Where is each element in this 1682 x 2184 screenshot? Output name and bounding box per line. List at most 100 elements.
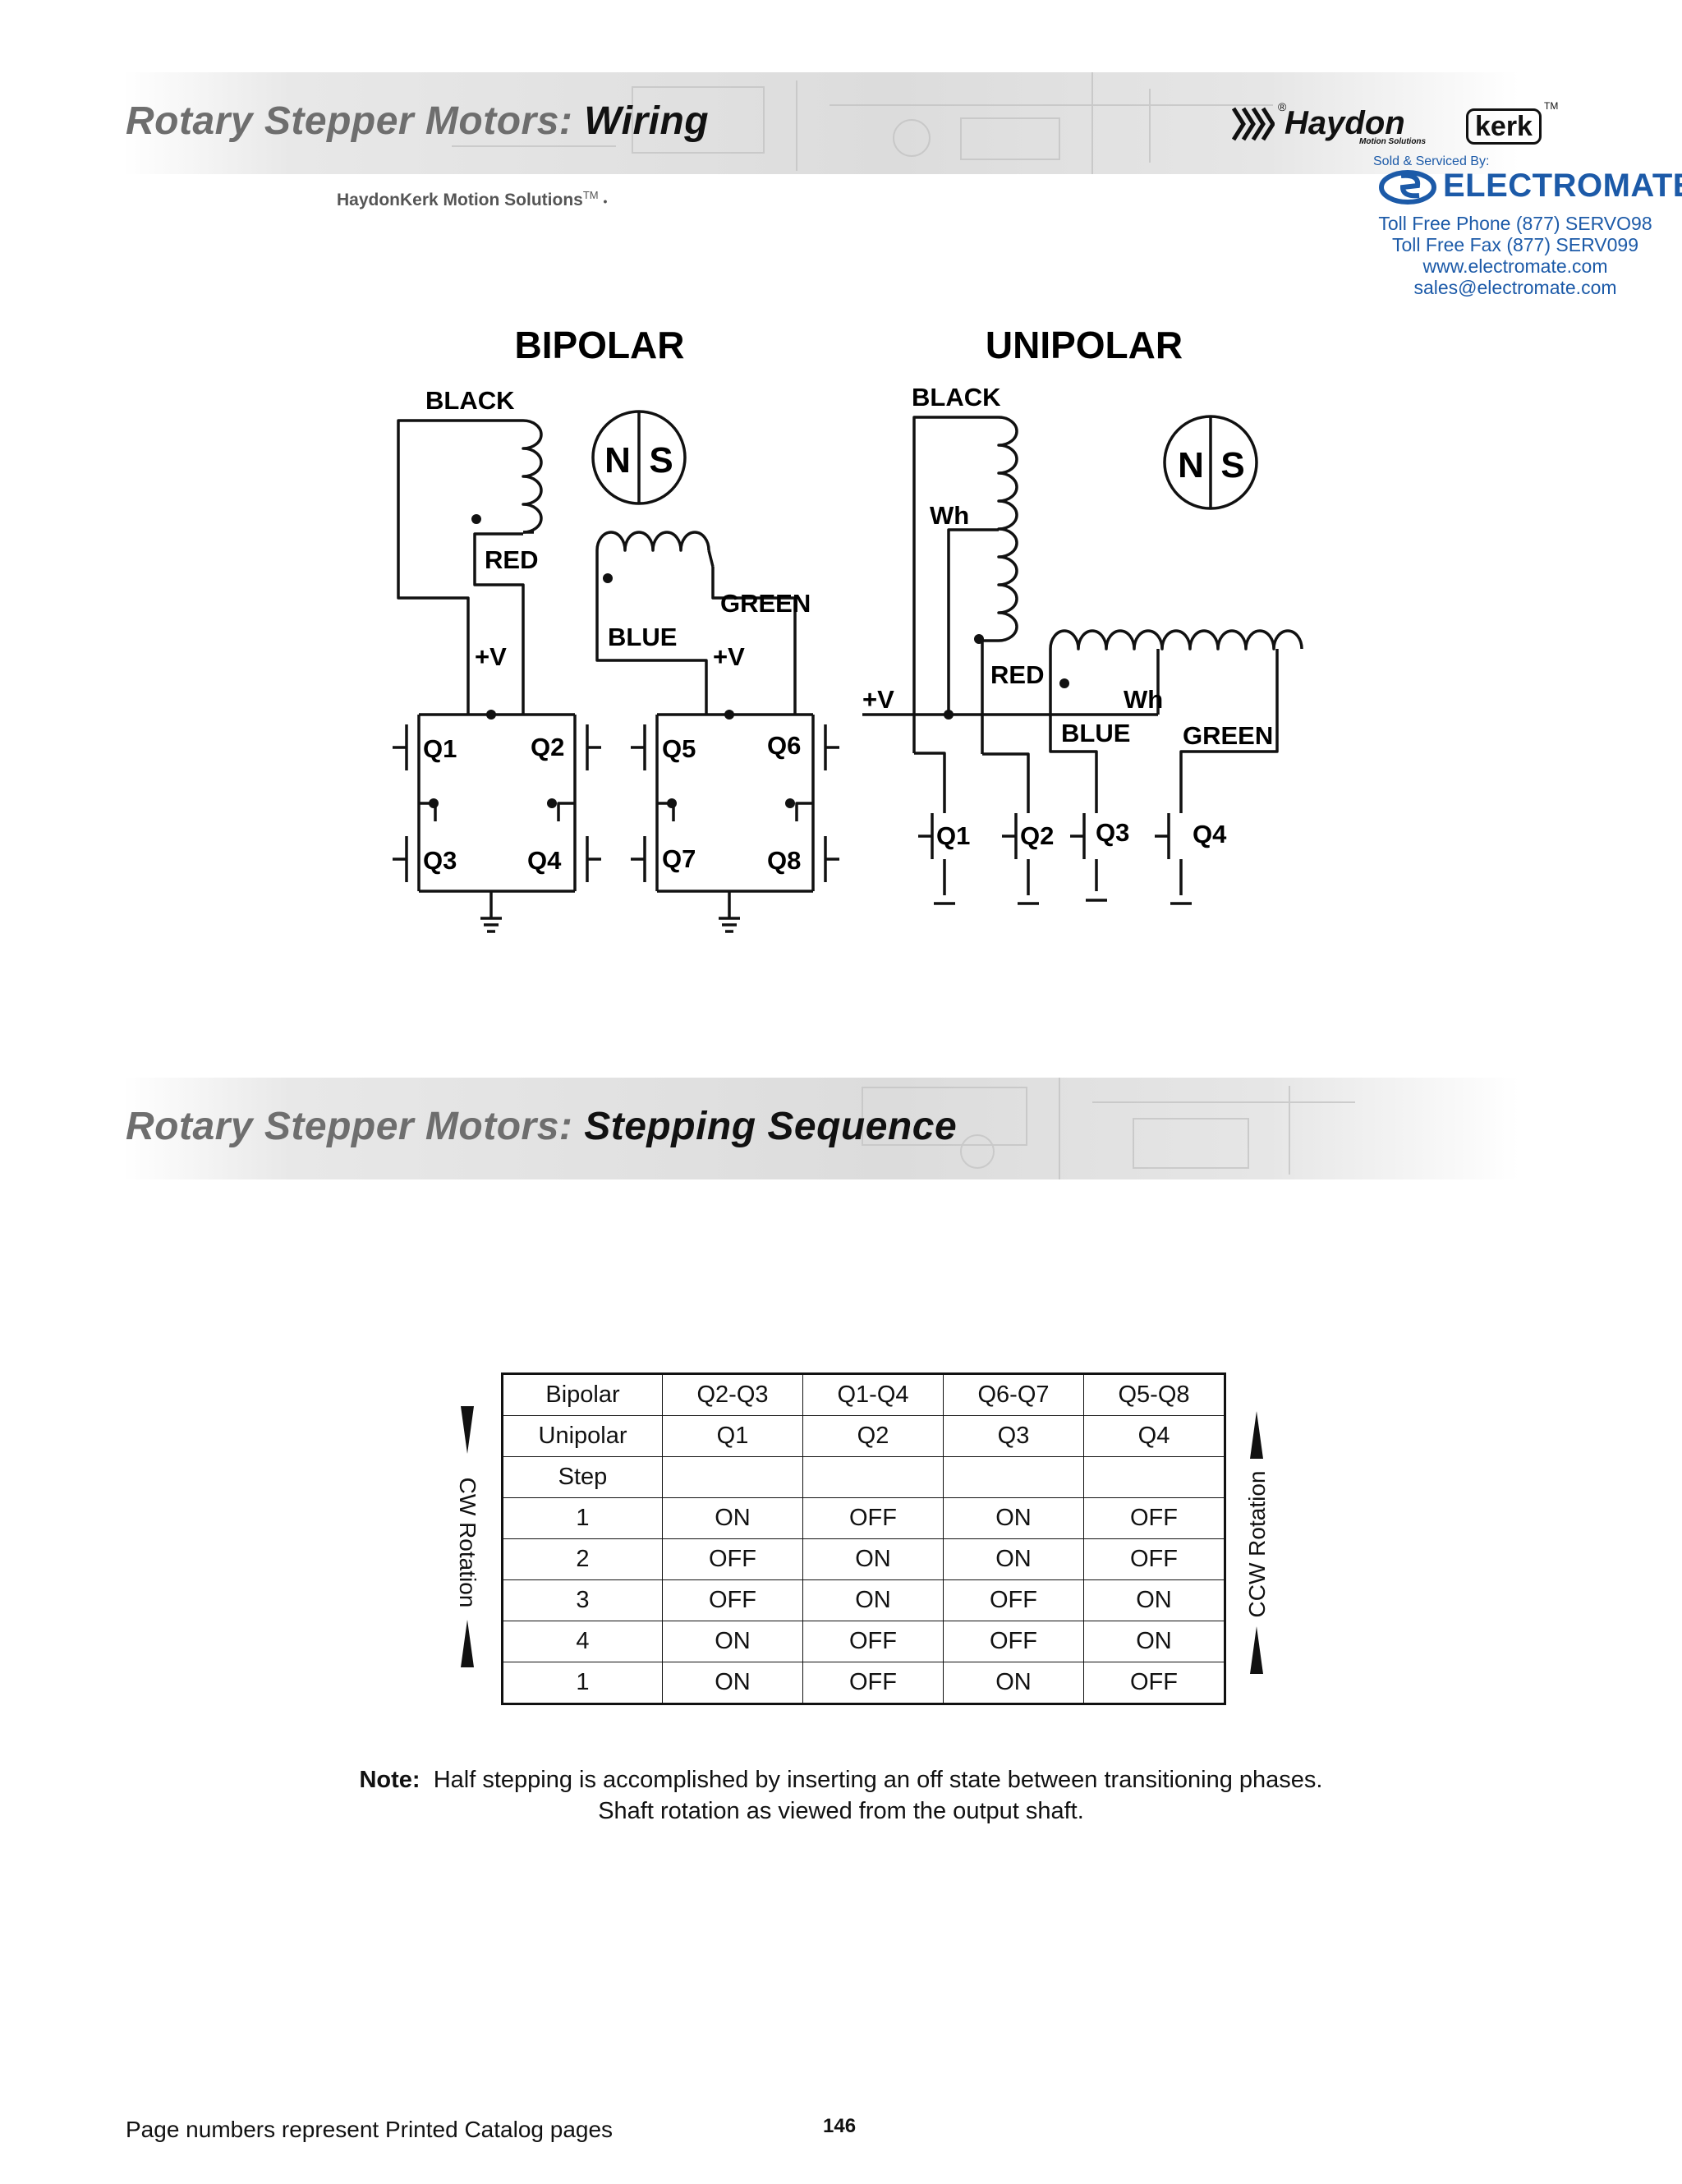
haydon-mark-icon	[1232, 107, 1275, 141]
table-cell: Q2-Q3	[662, 1373, 803, 1416]
row-header-cell: 2	[502, 1538, 663, 1580]
table-cell: Q4	[1083, 1415, 1225, 1457]
haydon-kerk-logo: Haydon kerk TM ® Motion Solutions	[1232, 100, 1558, 146]
bipolar-labels: BLACK RED BLUE GREEN +V +V Q1 Q2 Q3 Q4 Q…	[423, 386, 811, 875]
contact-phone: Toll Free Phone (877) SERVO98	[1378, 213, 1652, 234]
bipolar-label-green: GREEN	[720, 589, 811, 618]
table-cell: Q5-Q8	[1083, 1373, 1225, 1416]
table-cell: ON	[802, 1579, 944, 1621]
sequence-title-prefix: Rotary Stepper Motors:	[126, 1105, 573, 1148]
unipolar-rotor-icon: N S	[1163, 415, 1258, 510]
table-cell: ON	[662, 1621, 803, 1662]
electromate-name: ELECTROMATE	[1443, 168, 1682, 204]
unipolar-label-q4: Q4	[1193, 820, 1227, 848]
bipolar-label-q8: Q8	[767, 846, 801, 875]
contact-web[interactable]: www.electromate.com	[1422, 255, 1608, 277]
table-cell: OFF	[802, 1497, 944, 1539]
tagline-text: HaydonKerk Motion Solutions	[337, 191, 583, 209]
wiring-title: Rotary Stepper Motors: Wiring	[126, 99, 709, 144]
sequence-title: Rotary Stepper Motors: Stepping Sequence	[126, 1104, 957, 1149]
ccw-rotation-label: CCW Rotation	[1244, 1470, 1270, 1618]
table-cell: ON	[943, 1497, 1084, 1539]
unipolar-title: UNIPOLAR	[986, 324, 1183, 366]
table-cell: OFF	[802, 1621, 944, 1662]
row-header-cell: Bipolar	[502, 1373, 663, 1416]
logo-tm: TM	[1544, 100, 1559, 112]
bipolar-label-q5: Q5	[662, 734, 696, 763]
wiring-schematic: BIPOLAR UNIPOLAR	[393, 324, 1303, 933]
wiring-title-suffix: Wiring	[584, 99, 710, 143]
unipolar-label-red: RED	[990, 660, 1044, 689]
table-cell: OFF	[662, 1538, 803, 1580]
unipolar-pole-s: S	[1220, 445, 1244, 485]
table-cell: Q6-Q7	[943, 1373, 1084, 1416]
table-cell: OFF	[662, 1579, 803, 1621]
bipolar-rotor-icon: N S	[591, 410, 687, 505]
bipolar-label-q3: Q3	[423, 846, 457, 875]
sequence-title-suffix: Stepping Sequence	[584, 1105, 958, 1148]
tagline: HaydonKerk Motion SolutionsTM •	[337, 189, 607, 210]
table-cell: OFF	[1083, 1497, 1225, 1539]
wiring-banner	[123, 72, 1519, 174]
table-row: Step	[502, 1456, 1225, 1498]
table-cell: ON	[943, 1662, 1084, 1704]
table-cell: Q1-Q4	[802, 1373, 944, 1416]
unipolar-pole-n: N	[1178, 445, 1204, 485]
bipolar-label-q4: Q4	[527, 846, 562, 875]
unipolar-label-wh-2: Wh	[1124, 685, 1163, 714]
table-cell	[1083, 1456, 1225, 1498]
blueprint-texture	[452, 72, 1273, 174]
sold-by-label: Sold & Serviced By:	[1373, 154, 1490, 168]
row-header-cell: Step	[502, 1456, 663, 1498]
table-cell: OFF	[943, 1579, 1084, 1621]
table-cell: ON	[662, 1497, 803, 1539]
bipolar-label-q7: Q7	[662, 844, 696, 873]
logo-kerk-text: kerk	[1466, 108, 1542, 145]
bipolar-label-vplus-2: +V	[713, 642, 745, 671]
note-line-1: Note: Half stepping is accomplished by i…	[0, 1767, 1682, 1794]
table-cell	[802, 1456, 944, 1498]
bipolar-label-q2: Q2	[531, 733, 564, 761]
cw-arrow-up-icon	[461, 1406, 474, 1454]
bipolar-label-q1: Q1	[423, 734, 457, 763]
footer-note: Page numbers represent Printed Catalog p…	[126, 2117, 614, 2142]
table-cell: OFF	[943, 1621, 1084, 1662]
note-line-2: Shaft rotation as viewed from the output…	[598, 1798, 1084, 1824]
row-header-cell: Unipolar	[502, 1415, 663, 1457]
bipolar-junctions	[429, 514, 795, 808]
bipolar-label-blue: BLUE	[608, 623, 677, 651]
note-text-1: Half stepping is accomplished by inserti…	[433, 1767, 1323, 1793]
bipolar-label-black: BLACK	[425, 386, 515, 415]
table-cell: ON	[662, 1662, 803, 1704]
table-cell: Q2	[802, 1415, 944, 1457]
cw-arrow-down-icon	[461, 1620, 474, 1667]
page-number: 146	[823, 2115, 857, 2137]
tagline-bullet: •	[603, 195, 608, 208]
contact-email[interactable]: sales@electromate.com	[1413, 277, 1617, 298]
bipolar-label-red: RED	[485, 545, 538, 574]
sequence-banner	[123, 1078, 1519, 1179]
table-cell: ON	[943, 1538, 1084, 1580]
cw-rotation-label: CW Rotation	[455, 1477, 480, 1608]
unipolar-label-black: BLACK	[912, 383, 1001, 412]
unipolar-label-q2: Q2	[1020, 821, 1054, 850]
electromate-logo-icon	[1379, 170, 1436, 205]
blueprint-texture	[862, 1078, 1355, 1179]
table-cell: OFF	[1083, 1662, 1225, 1704]
table-cell: ON	[1083, 1579, 1225, 1621]
logo-haydon-text: Haydon	[1284, 105, 1405, 141]
ccw-arrow-up-icon	[1250, 1411, 1263, 1459]
bipolar-title: BIPOLAR	[515, 324, 685, 366]
bipolar-pole-n: N	[604, 440, 631, 480]
table-cell	[662, 1456, 803, 1498]
logo-subtitle: Motion Solutions	[1359, 137, 1427, 146]
contact-fax: Toll Free Fax (877) SERV099	[1392, 234, 1638, 255]
unipolar-circuit	[862, 416, 1303, 905]
